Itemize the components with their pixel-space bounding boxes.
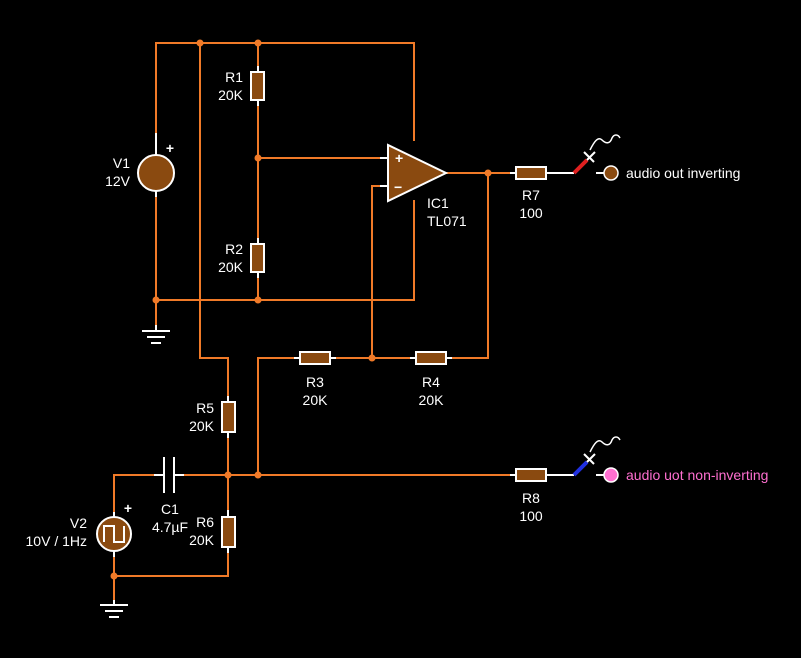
v2-value: 10V / 1Hz bbox=[26, 533, 87, 549]
r8-name: R8 bbox=[522, 490, 540, 506]
square-wave-icon bbox=[103, 525, 125, 543]
r4-value: 20K bbox=[419, 392, 445, 408]
resistor-r7[interactable]: R7 100 bbox=[510, 166, 574, 221]
r2-value: 20K bbox=[218, 259, 244, 275]
voltage-source-v1[interactable]: + V1 12V bbox=[105, 133, 175, 197]
ground-icon bbox=[100, 600, 128, 618]
c1-name: C1 bbox=[161, 501, 179, 517]
output-non-inverting[interactable]: audio uot non-inverting bbox=[596, 467, 768, 483]
r5-value: 20K bbox=[189, 418, 215, 434]
junction-node bbox=[484, 169, 492, 177]
junction-node bbox=[110, 572, 118, 580]
v1-value: 12V bbox=[105, 173, 131, 189]
r6-value: 20K bbox=[189, 532, 215, 548]
junction-node bbox=[196, 39, 204, 47]
ground-icon bbox=[142, 325, 170, 344]
ic1-name: IC1 bbox=[427, 195, 449, 211]
v1-plus-sign: + bbox=[166, 140, 174, 156]
output-inverting[interactable]: audio out inverting bbox=[596, 165, 740, 181]
r1-name: R1 bbox=[225, 69, 243, 85]
resistor-r2[interactable]: R2 20K bbox=[218, 238, 265, 278]
resistor-r4[interactable]: R4 20K bbox=[410, 351, 452, 408]
c1-value: 4.7µF bbox=[152, 519, 188, 535]
opamp-ic1[interactable]: + − IC1 TL071 bbox=[380, 143, 467, 229]
r4-name: R4 bbox=[422, 374, 440, 390]
resistor-r1[interactable]: R1 20K bbox=[218, 66, 265, 106]
junction-node bbox=[152, 296, 160, 304]
output-inverting-label: audio out inverting bbox=[626, 165, 740, 181]
junction-node bbox=[368, 354, 376, 362]
v1-name: V1 bbox=[113, 155, 130, 171]
resistor-r8[interactable]: R8 100 bbox=[510, 468, 574, 524]
junction-node bbox=[254, 296, 262, 304]
r3-name: R3 bbox=[306, 374, 324, 390]
voltage-source-v2[interactable]: + V2 10V / 1Hz bbox=[26, 500, 133, 557]
junction-node bbox=[254, 154, 262, 162]
v2-plus-sign: + bbox=[124, 500, 132, 516]
r3-value: 20K bbox=[303, 392, 329, 408]
probe-icon-non-inverting[interactable] bbox=[572, 436, 621, 477]
opamp-minus-sign: − bbox=[394, 179, 402, 195]
junction-node bbox=[224, 471, 232, 479]
output-terminal-inverting[interactable] bbox=[603, 165, 619, 181]
output-terminal-non-inverting[interactable] bbox=[603, 467, 619, 483]
junction-node bbox=[254, 39, 262, 47]
r6-name: R6 bbox=[196, 514, 214, 530]
r8-value: 100 bbox=[519, 508, 543, 524]
r7-name: R7 bbox=[522, 187, 540, 203]
junction-nodes bbox=[110, 39, 492, 580]
v2-name: V2 bbox=[70, 515, 87, 531]
r1-value: 20K bbox=[218, 87, 244, 103]
resistor-r5[interactable]: R5 20K bbox=[189, 396, 236, 438]
capacitor-c1[interactable]: C1 4.7µF bbox=[152, 457, 188, 535]
output-non-inverting-label: audio uot non-inverting bbox=[626, 467, 768, 483]
resistor-r3[interactable]: R3 20K bbox=[294, 351, 336, 408]
ic1-value: TL071 bbox=[427, 213, 467, 229]
r5-name: R5 bbox=[196, 400, 214, 416]
resistor-r6[interactable]: R6 20K bbox=[189, 510, 236, 553]
junction-node bbox=[254, 471, 262, 479]
probe-icon-inverting[interactable] bbox=[572, 134, 621, 175]
r2-name: R2 bbox=[225, 241, 243, 257]
opamp-plus-sign: + bbox=[395, 150, 403, 166]
r7-value: 100 bbox=[519, 205, 543, 221]
